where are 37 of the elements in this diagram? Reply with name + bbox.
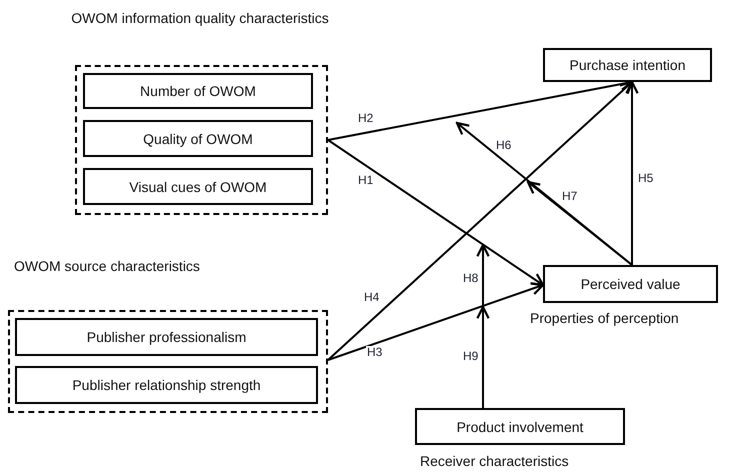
concept-box bbox=[415, 408, 625, 445]
dashed-group-box bbox=[8, 310, 328, 413]
box-label: Number of OWOM bbox=[140, 83, 256, 99]
edge-label: H1 bbox=[357, 174, 374, 187]
box-label: Publisher relationship strength bbox=[72, 377, 261, 393]
edge-label: H2 bbox=[357, 112, 374, 125]
group-title: OWOM information quality characteristics bbox=[70, 10, 330, 26]
concept-box bbox=[543, 265, 718, 303]
edge-label: H9 bbox=[462, 350, 480, 363]
edge-label: H4 bbox=[363, 291, 380, 304]
edge-label: H5 bbox=[637, 172, 654, 185]
arrow bbox=[625, 80, 639, 265]
arrow bbox=[327, 80, 634, 361]
concept-box bbox=[15, 366, 318, 404]
concept-box bbox=[15, 318, 318, 356]
dashed-group-box bbox=[75, 65, 328, 215]
box-label: Visual cues of OWOM bbox=[129, 178, 267, 194]
caption-text: Properties of perception bbox=[530, 310, 679, 326]
arrow bbox=[328, 282, 544, 361]
concept-box bbox=[543, 48, 712, 82]
edge-label: H8 bbox=[462, 272, 480, 285]
caption-text: Receiver characteristics bbox=[420, 453, 569, 469]
edge-label: H7 bbox=[561, 190, 578, 203]
concept-box bbox=[83, 120, 313, 157]
box-label: Publisher professionalism bbox=[86, 329, 246, 345]
concept-box bbox=[83, 168, 313, 205]
arrow bbox=[327, 139, 544, 286]
concept-box bbox=[83, 73, 313, 109]
box-label: Purchase intention bbox=[570, 57, 686, 73]
box-label: Perceived value bbox=[580, 276, 680, 292]
group-title: OWOM source characteristics bbox=[14, 258, 201, 274]
edge-label: H3 bbox=[366, 346, 384, 359]
box-label: Quality of OWOM bbox=[143, 130, 253, 146]
edge-label: H6 bbox=[495, 139, 512, 152]
arrow bbox=[526, 180, 633, 266]
box-label: Product involvement bbox=[456, 418, 584, 434]
arrow bbox=[476, 306, 490, 408]
